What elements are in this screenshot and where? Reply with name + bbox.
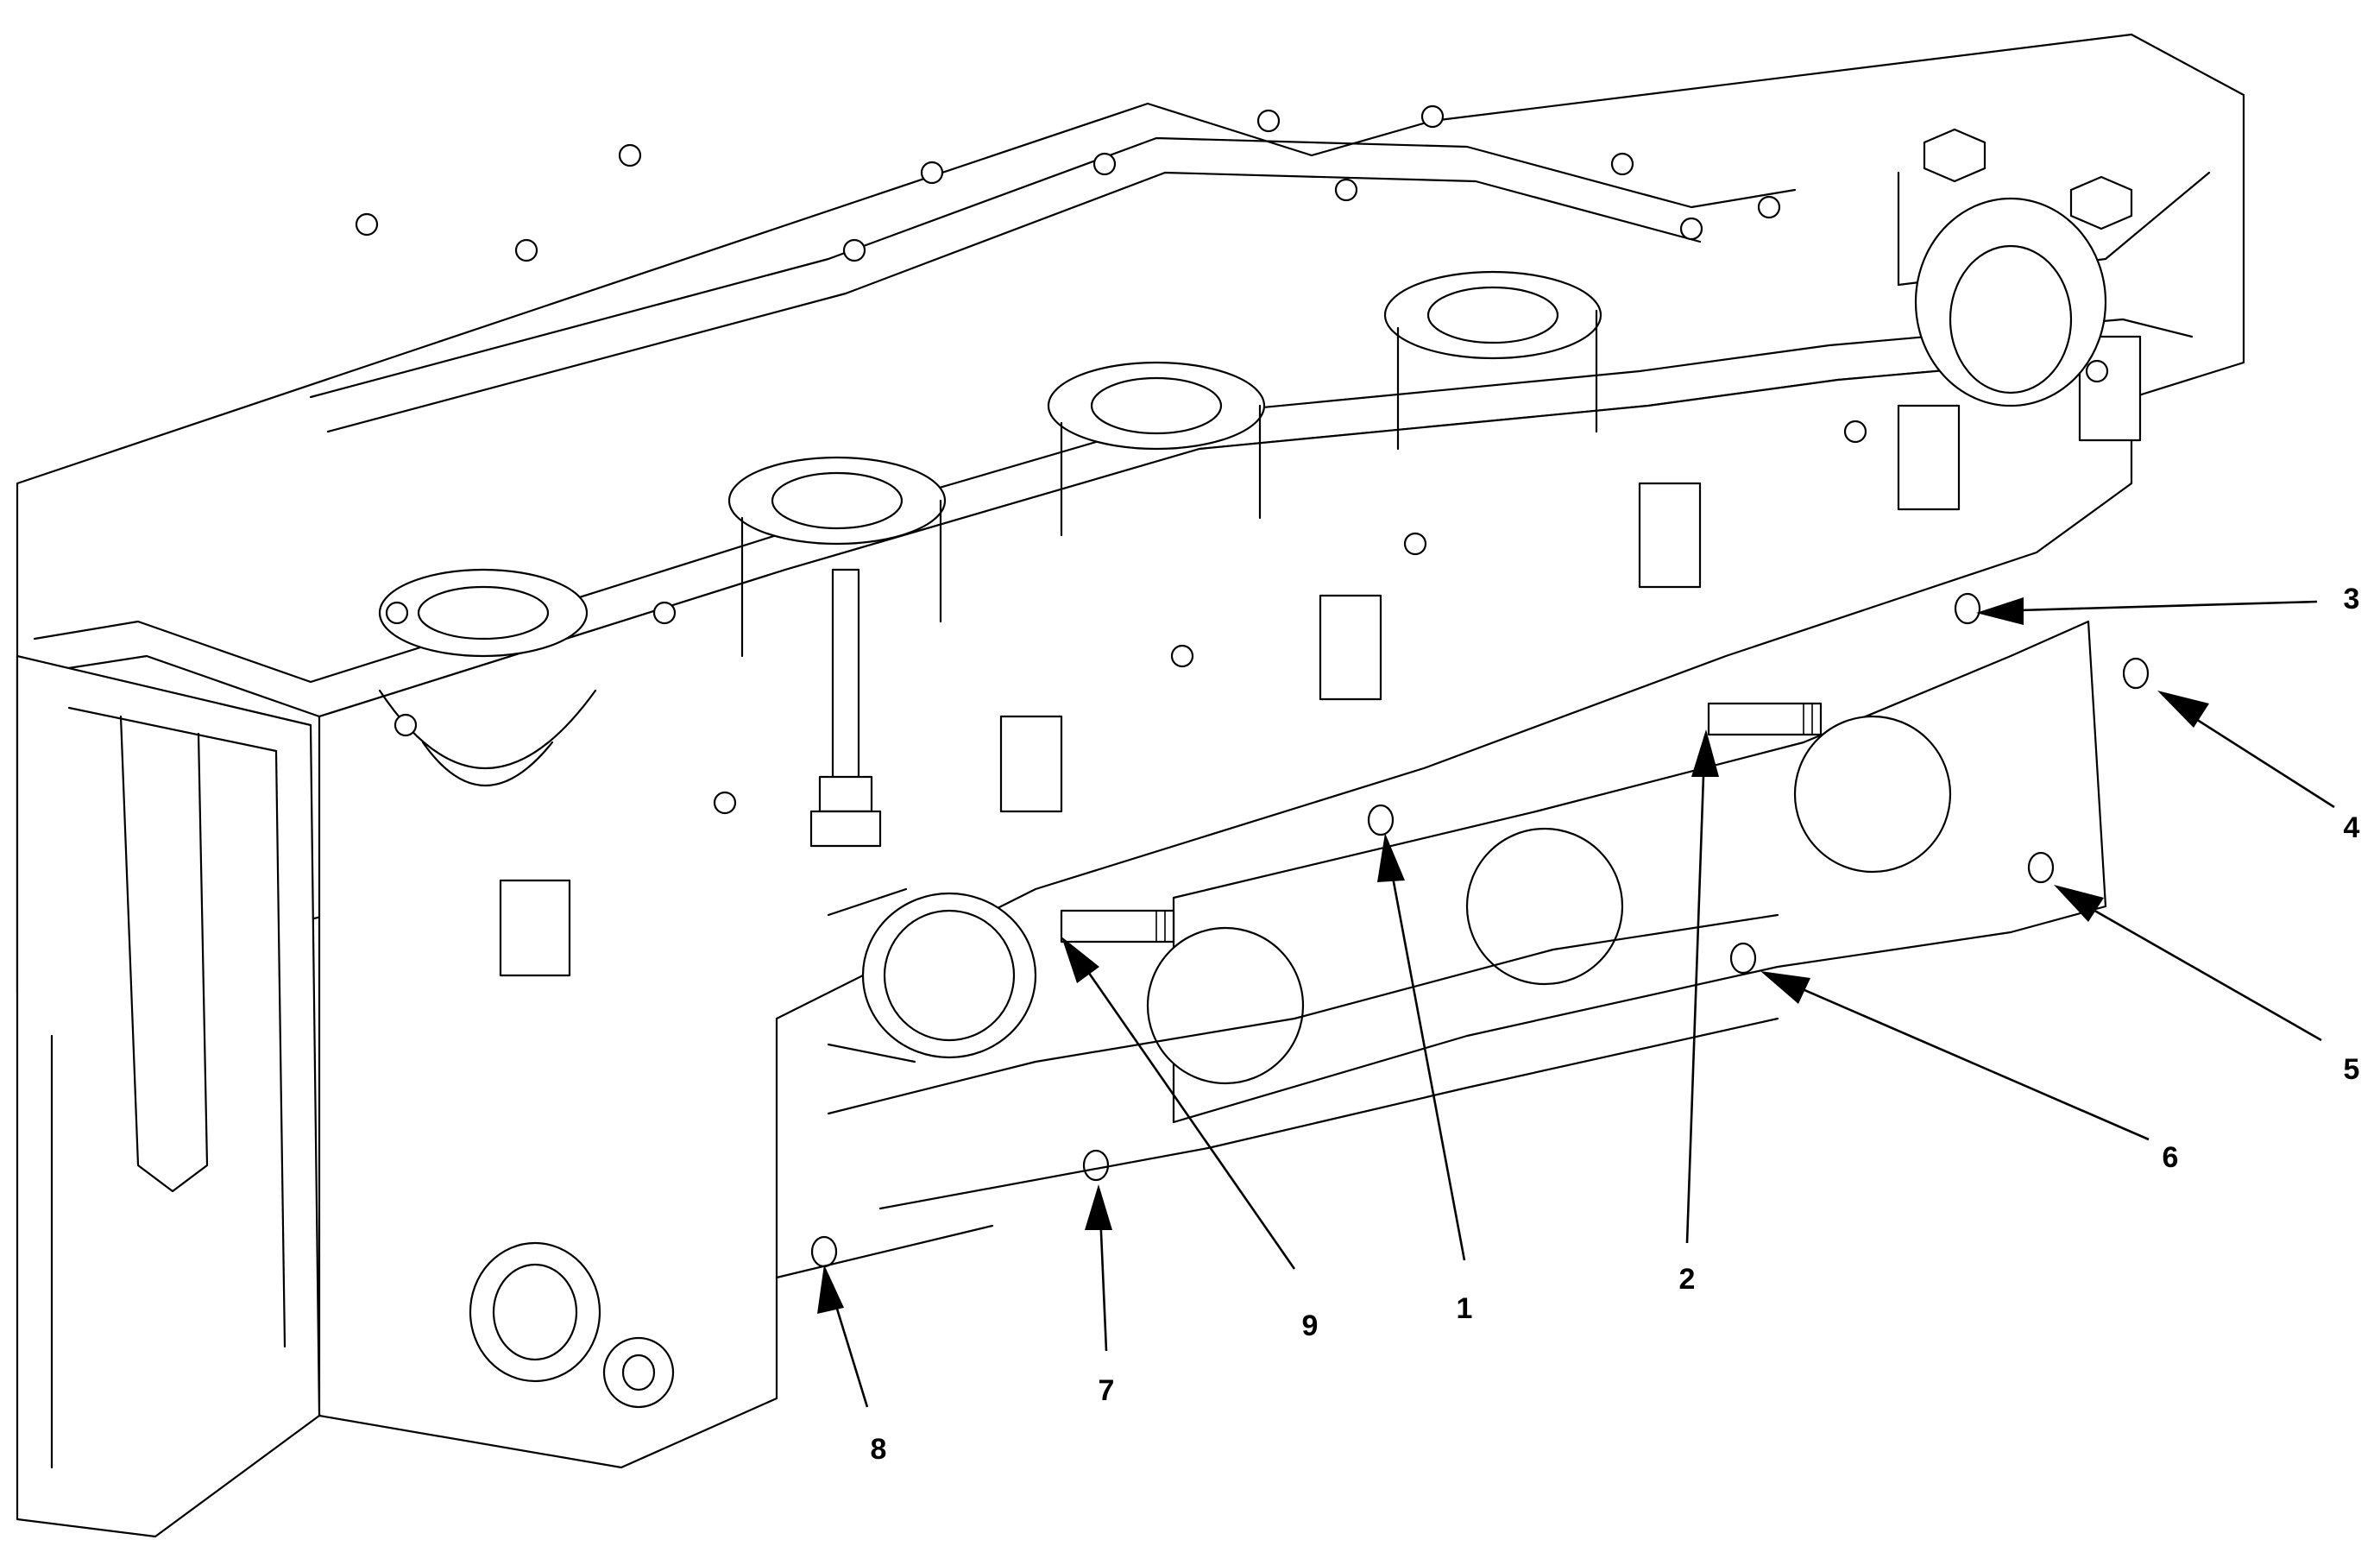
head-left-end (16, 654, 321, 1538)
port-1 (1146, 926, 1305, 1085)
callout-label-9: 9 (1302, 1309, 1319, 1342)
callout-label-3: 3 (2344, 583, 2360, 615)
callout-4: 4 (2157, 691, 2360, 844)
stud-9 (1060, 909, 1175, 943)
callout-6: 6 (1760, 971, 2178, 1174)
head-front-face (318, 352, 2133, 1469)
callout-8: 8 (817, 1265, 886, 1466)
callout-1: 1 (1377, 833, 1472, 1325)
cam-cap-bolts (1897, 128, 2211, 407)
callout-7: 7 (1085, 1184, 1114, 1407)
callout-label-7: 7 (1099, 1374, 1115, 1407)
callout-label-2: 2 (1679, 1263, 1696, 1296)
dowel-pins (810, 592, 2150, 1268)
callout-3: 3 (1976, 583, 2359, 625)
callout-5: 5 (2054, 885, 2359, 1086)
port-2 (1465, 827, 1624, 986)
callout-label-8: 8 (871, 1433, 887, 1466)
callout-2: 2 (1679, 729, 1719, 1296)
stud-2 (1707, 702, 1823, 736)
valve-towers (378, 270, 1602, 658)
callout-label-4: 4 (2344, 811, 2360, 844)
cover-posts (499, 335, 2142, 977)
spark-plug-tube (831, 568, 860, 787)
callout-9: 9 (1061, 937, 1318, 1342)
callout-label-5: 5 (2344, 1053, 2360, 1086)
deck-bolt-holes (355, 104, 2109, 815)
callouts: 1 2 3 4 5 6 (817, 583, 2360, 1466)
cylinder-head-illustration (16, 33, 2245, 1538)
callout-label-6: 6 (2163, 1141, 2179, 1174)
callout-label-1: 1 (1457, 1292, 1473, 1325)
port-3 (1793, 715, 1952, 874)
